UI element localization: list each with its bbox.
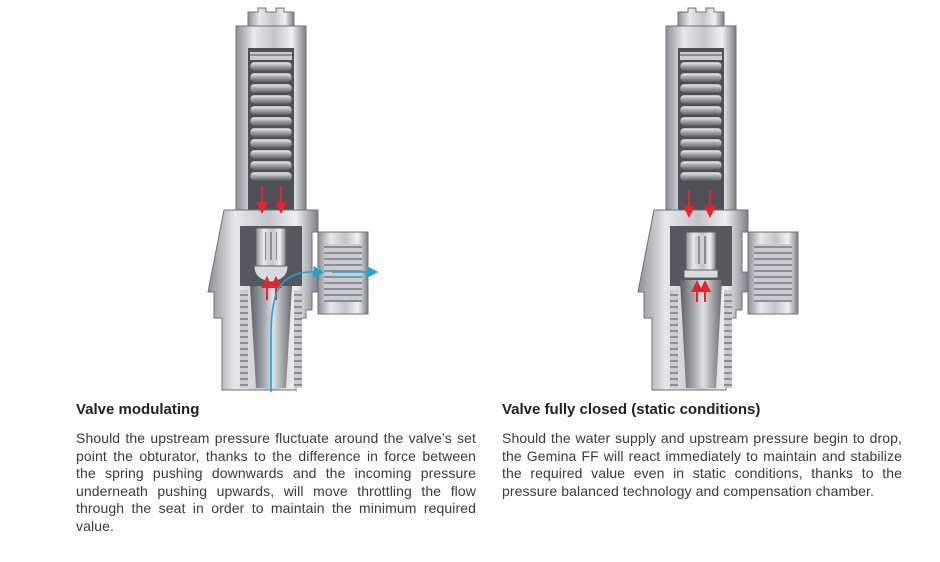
spring-force-arrows [683, 190, 716, 218]
obturator [253, 227, 289, 283]
caption-modulating: Valve modulating Should the upstream pre… [76, 401, 476, 536]
caption-text: Should the upstream pressure fluctuate a… [76, 430, 476, 534]
valve-closed-illustration [637, 7, 799, 391]
spring [679, 52, 723, 216]
flow-arrows [270, 266, 379, 392]
caption-title: Valve fully closed (static conditions) [502, 401, 761, 418]
caption-title: Valve modulating [76, 401, 200, 418]
obturator [683, 231, 719, 279]
caption-closed: Valve fully closed (static conditions) S… [502, 401, 902, 500]
caption-text: Should the water supply and upstream pre… [502, 430, 902, 499]
valve-modulating-illustration [207, 7, 379, 392]
spring-force-arrows [256, 186, 287, 214]
spring [249, 52, 293, 216]
inlet-pressure-arrows [691, 280, 711, 302]
